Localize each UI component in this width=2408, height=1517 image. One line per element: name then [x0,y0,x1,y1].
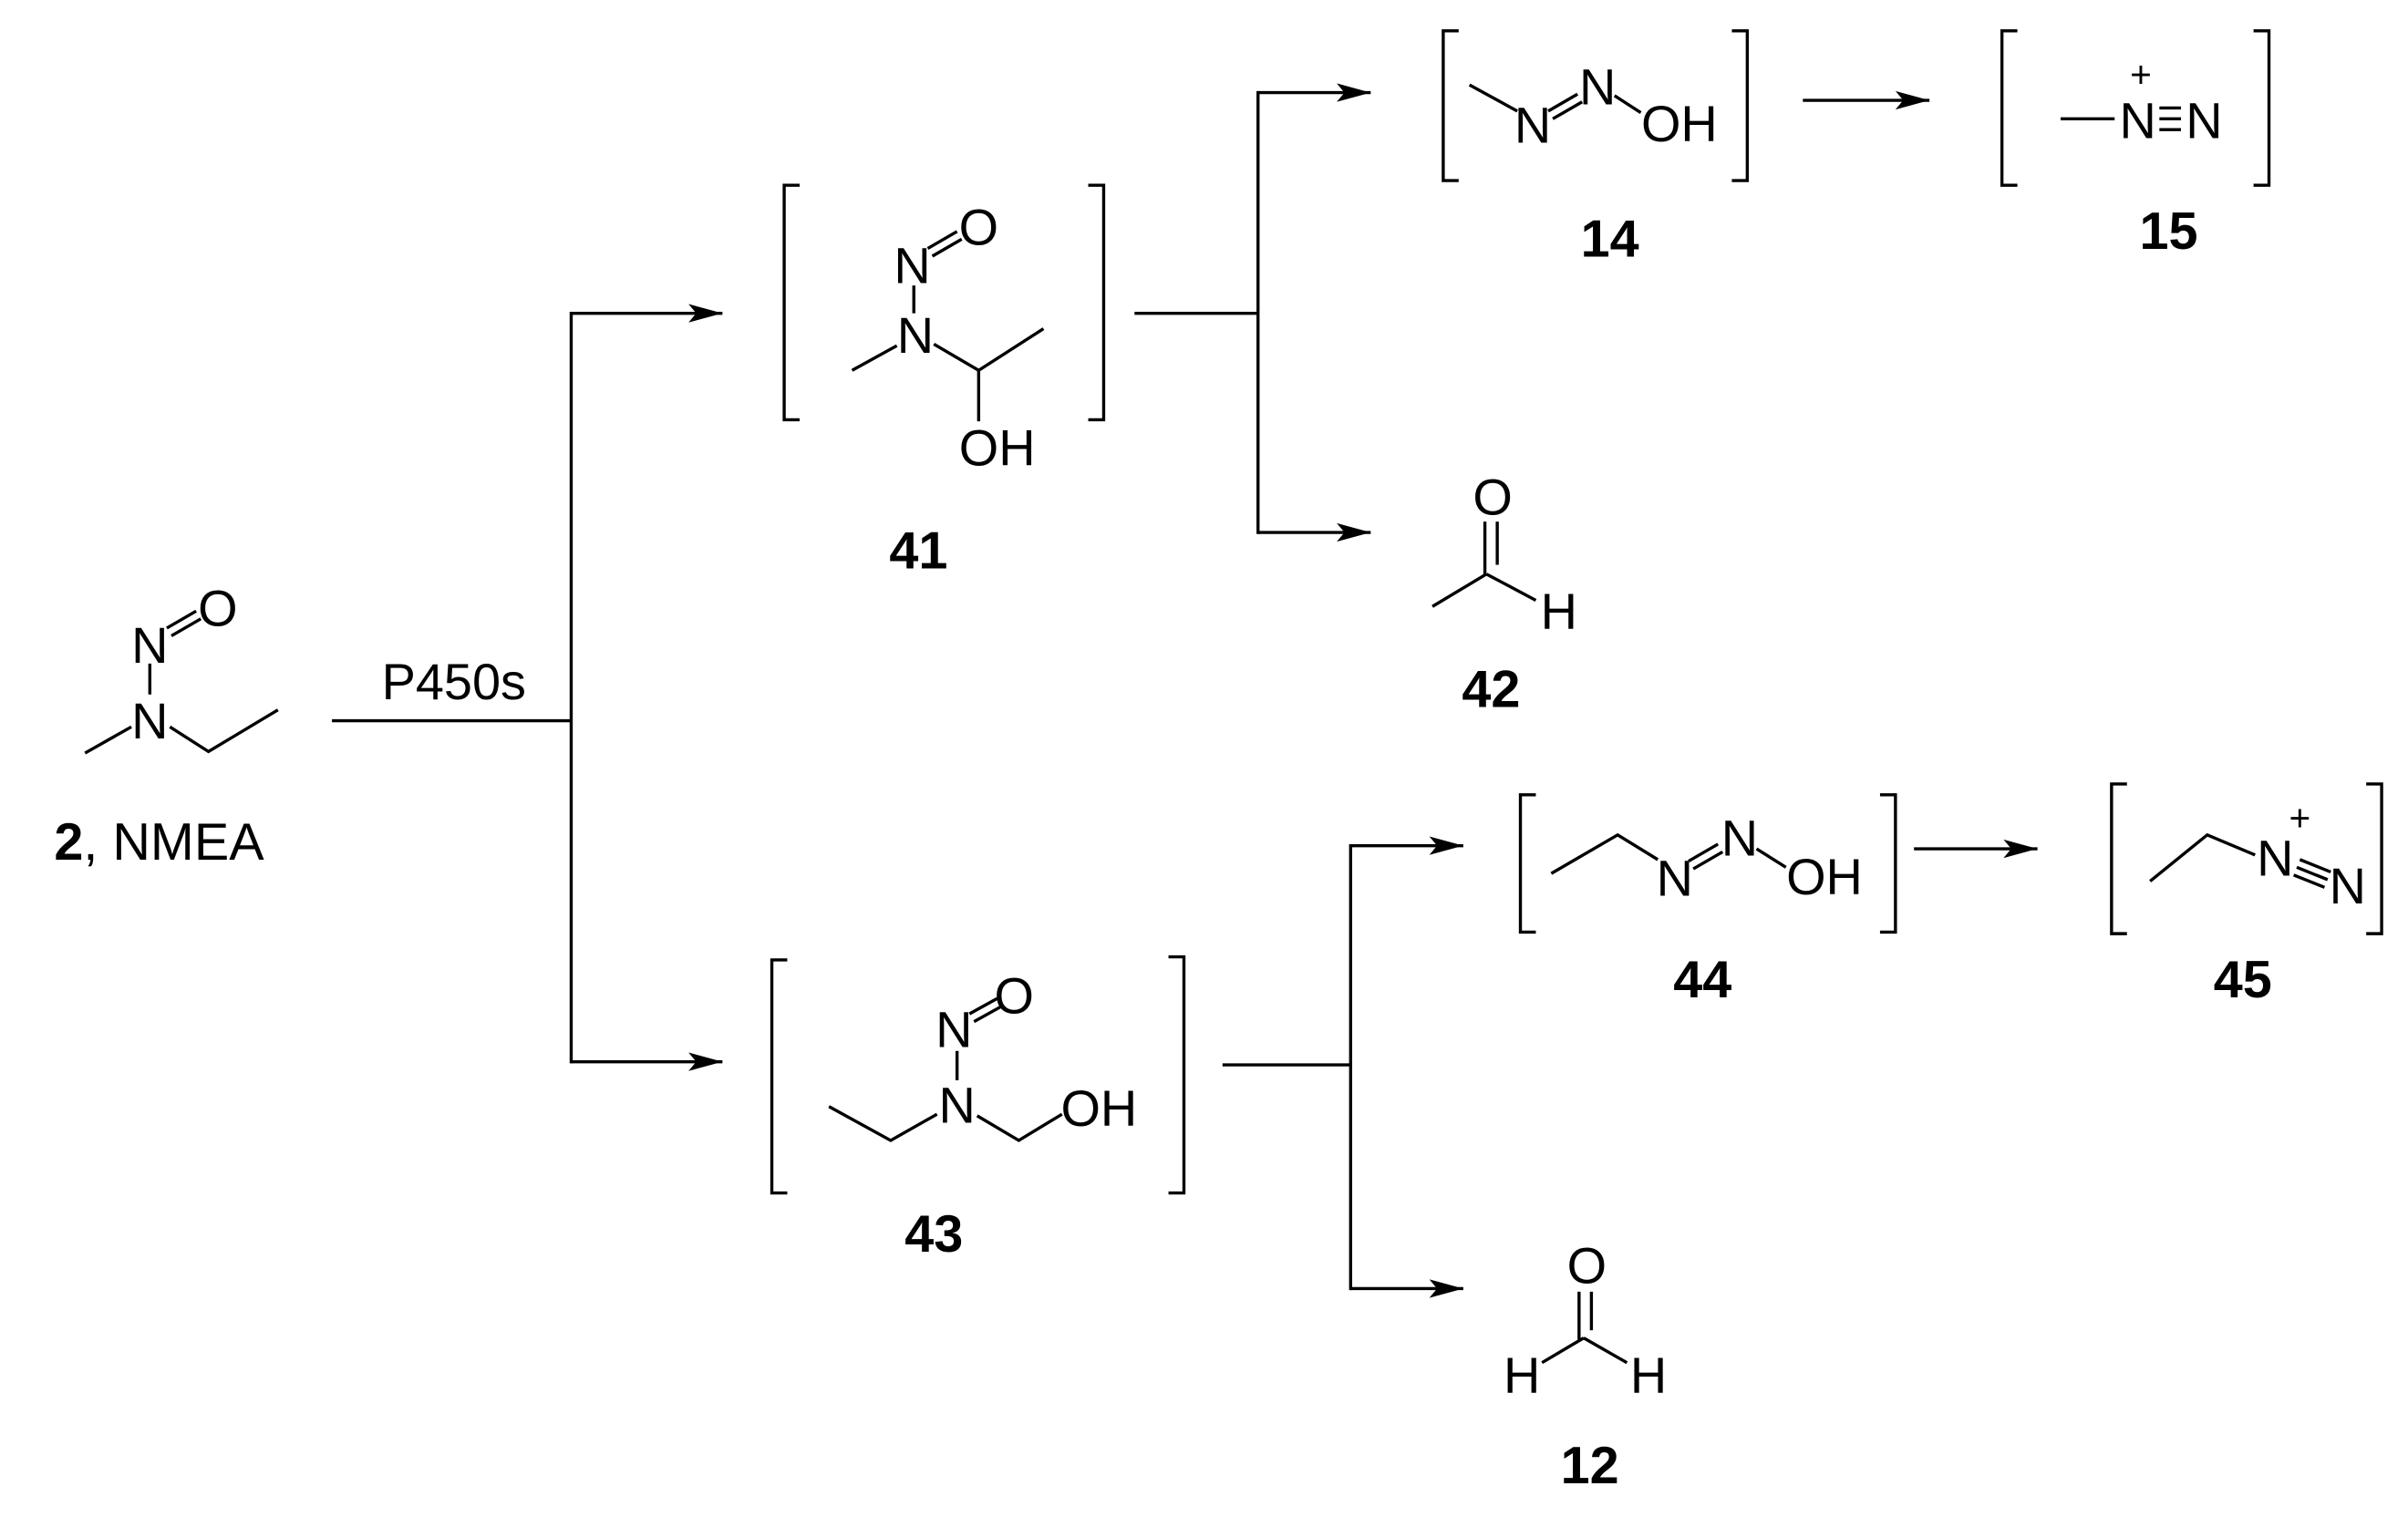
left-bracket [770,958,788,1195]
positive-charge: + [2289,797,2311,839]
atom-n2: N [1721,810,1758,867]
branch-arrows-43 [1222,836,1463,1298]
atom-nitroso-n: N [935,1001,972,1058]
hydrogen-bond [1541,1336,1585,1365]
compound-number: 15 [2139,202,2197,261]
atom-hydroxyl: OH [1060,1079,1137,1137]
single-bond [1755,847,1787,869]
atom-amine-n: N [938,1077,975,1134]
hydrogen-bond [1583,1336,1628,1365]
right-bracket [2253,29,2271,187]
double-bond [931,237,963,258]
right-bracket [1088,183,1106,422]
atom-n2: N [2186,92,2222,150]
methyl-bond [1468,83,1518,113]
atom-hydroxyl: OH [1641,95,1718,152]
atom-amine-n: N [131,692,168,749]
double-bond [973,1005,1003,1024]
atom-hydrogen-left: H [1504,1347,1540,1404]
single-bond [1613,94,1642,114]
ethyl-bond [2149,832,2256,882]
ethyl-bond [169,708,279,754]
atom-oxygen: O [959,198,998,255]
triple-bond [2296,865,2329,882]
double-bond [166,609,197,630]
reagent-label: P450s [382,653,526,710]
compound-41: N O N OH 41 [782,183,1106,580]
atom-hydroxyl: OH [959,418,1036,476]
compound-number: 2 [54,813,83,872]
compound-number: 44 [1673,951,1731,1009]
compound-15: N + N 15 [2000,29,2271,261]
ethyl-bond [828,1105,938,1142]
compound-44: N N OH 44 [1518,793,1897,1009]
double-bond [968,996,998,1016]
atom-n1: N [1514,97,1551,154]
ethyl-bond [1550,832,1659,875]
compound-name: , NMEA [83,813,264,872]
left-bracket [2000,29,2018,187]
hydroxymethyl-bond [976,1112,1063,1142]
positive-charge: + [2130,53,2152,95]
compound-label: 2, NMEA [54,813,264,872]
triple-bond [2292,873,2326,889]
atom-amine-n: N [897,306,934,364]
left-bracket [2110,782,2127,935]
right-bracket [1168,955,1186,1195]
compound-number: 41 [889,521,947,580]
atom-oxygen: O [1473,469,1512,526]
double-bond [1688,842,1720,863]
compound-45: N + N 45 [2110,782,2383,1009]
right-bracket [2366,782,2383,935]
compound-12: O H H 12 [1504,1237,1667,1496]
compound-number: 45 [2214,951,2272,1009]
double-bond [171,617,202,637]
atom-hydrogen-right: H [1630,1347,1667,1404]
compound-2-nmea: N O N 2, NMEA [54,579,279,872]
compound-number: 43 [904,1205,963,1264]
branch-arrows-41 [1134,83,1371,542]
compound-number: 42 [1462,661,1520,719]
double-bond [1552,100,1584,120]
p450-branch-arrows: P450s [332,304,723,1071]
atom-nitroso-n: N [894,237,930,294]
hydrogen-bond [1485,573,1537,602]
atom-n1: N [2119,92,2155,150]
atom-oxygen: O [995,966,1034,1024]
methyl-bond [851,344,898,372]
double-bond [1692,850,1724,871]
atom-n1: N [2257,830,2293,887]
atom-n2: N [2330,857,2366,914]
compound-43: N O N OH 43 [770,955,1186,1264]
left-bracket [1518,793,1536,934]
double-bond [926,230,958,251]
atom-hydrogen: H [1541,583,1577,640]
left-bracket [1442,29,1459,182]
compound-number: 12 [1561,1437,1619,1495]
double-bond [1547,92,1579,113]
atom-n2: N [1579,57,1616,115]
carbon-chain [933,327,1045,373]
methyl-bond [84,725,132,755]
atom-oxygen: O [198,579,237,636]
atom-n1: N [1657,850,1693,907]
right-bracket [1879,793,1897,934]
atom-oxygen: O [1567,1237,1607,1295]
triple-bond [2299,858,2331,873]
methyl-bond [1431,573,1488,608]
atom-hydroxyl: OH [1786,848,1863,905]
compound-number: 14 [1581,210,1639,268]
compound-42: O H 42 [1431,469,1577,719]
left-bracket [782,183,800,422]
compound-14: N N OH 14 [1442,29,1750,268]
right-bracket [1731,29,1750,182]
